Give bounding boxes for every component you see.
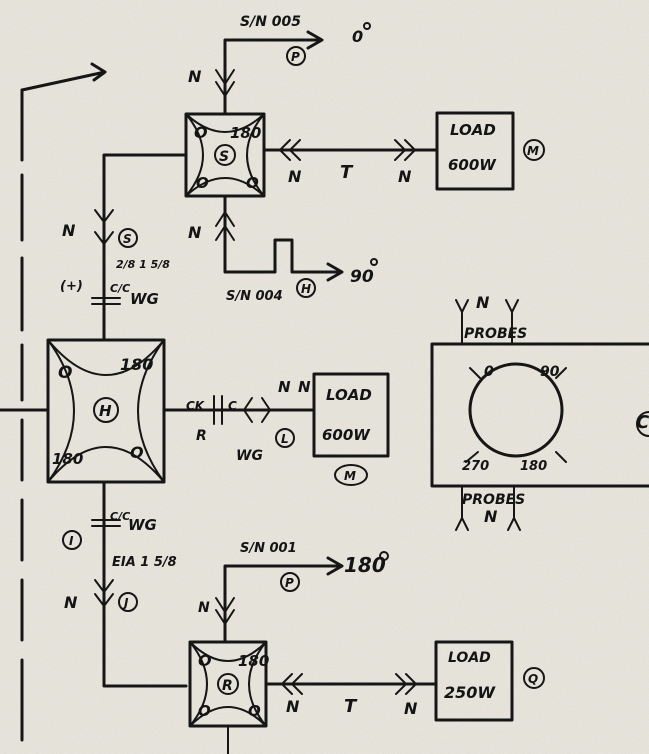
load-middle-line2: 600W (322, 426, 371, 444)
top-load-n-left: N (288, 167, 302, 186)
bottom-load-n-right: N (404, 699, 418, 718)
probe-deg0: 0 (484, 364, 494, 380)
probe-deg180: 180 (520, 459, 547, 474)
bottom-left-eia: EIA 1 5/8 (112, 555, 177, 570)
port-bottom-n: N (198, 600, 210, 616)
port-top: N S/N 005 P 0 (188, 14, 371, 116)
load-bottom: LOAD 250W Q (434, 640, 545, 722)
hybrid-middle-q3: 180 (52, 450, 83, 468)
bottom-load-n-left: N (286, 697, 300, 716)
hybrid-top-q1: O (194, 123, 208, 142)
port-top-tag: P (291, 50, 300, 64)
bottom-left-i-tag: I (69, 534, 74, 548)
port-middle: N S/N 004 H 90 (188, 194, 378, 304)
probe-n-bottom: N (484, 507, 498, 526)
middle-l-tag: L (281, 432, 289, 446)
hybrid-top-center: S (219, 149, 229, 165)
hybrid-top-q3: O (196, 174, 209, 192)
line-bottom-to-load: N T N (264, 673, 438, 718)
top-load-n-right: N (398, 167, 412, 186)
middle-r: R (196, 428, 207, 444)
hybrid-middle-q4: O (130, 443, 144, 462)
hybrid-bottom-q2: 180 (238, 652, 269, 670)
bottom-load-t: T (344, 696, 358, 717)
port-bottom-phase: 180 (344, 553, 386, 577)
line-top-hybrid-left: N S 2/8 1 5/8 (+) C/C WG (60, 153, 188, 342)
left-boundary (20, 62, 107, 742)
port-middle-tag: H (301, 282, 311, 296)
bottom-left-n: N (64, 593, 78, 612)
port-bottom-sn: S/N 001 (240, 541, 297, 556)
load-middle-line1: LOAD (326, 386, 372, 404)
middle-wg: WG (236, 448, 263, 464)
probe-top-label: PROBES (464, 326, 527, 342)
middle-c: C (228, 399, 237, 413)
hybrid-middle-center: H (99, 402, 112, 420)
load-bottom-line2: 250W (444, 683, 496, 702)
top-left-s-tag: S (123, 232, 132, 246)
load-top-line2: 600W (448, 156, 497, 174)
line-middle-to-bottom: C/C WG I EIA 1 5/8 N J (62, 480, 188, 688)
port-middle-phase: 90 (350, 267, 374, 287)
hybrid-bottom-center: R (222, 678, 233, 694)
middle-ck: CK (186, 399, 206, 413)
hybrid-bottom-q1: O (198, 651, 212, 670)
line-middle-to-load: CK C R WG N N L (162, 378, 316, 464)
port-bottom-tag: P (285, 576, 294, 590)
top-left-note: 2/8 1 5/8 (116, 258, 170, 271)
load-bottom-line1: LOAD (448, 650, 491, 666)
port-top-n: N (188, 67, 202, 86)
hybrid-top-q2: 180 (230, 124, 261, 142)
port-top-phase: 0 (352, 27, 363, 46)
load-middle-tag: M (344, 469, 356, 483)
hybrid-middle-q2: 180 (120, 355, 153, 374)
hybrid-bottom: R O 180 O O (188, 640, 269, 754)
port-middle-n: N (188, 223, 202, 242)
hybrid-top: S O 180 O O (184, 112, 266, 198)
top-left-fraction: C/C (110, 282, 130, 295)
bottom-left-wg: WG (128, 516, 157, 534)
load-bottom-tag: Q (528, 672, 538, 686)
top-left-plus: (+) (60, 279, 83, 294)
top-load-t: T (340, 162, 354, 183)
top-left-wg: WG (130, 290, 159, 308)
bottom-left-fraction: C/C (110, 510, 130, 523)
probe-box: PROBES PROBES 0 90 270 180 N N C (430, 293, 649, 531)
middle-n-right: N (298, 378, 311, 396)
probe-deg270: 270 (462, 459, 489, 474)
middle-n-left: N (278, 378, 291, 396)
line-top-to-load: N T N (262, 139, 439, 186)
probe-n-top: N (476, 293, 490, 312)
top-left-n: N (62, 221, 76, 240)
probe-deg90: 90 (540, 364, 560, 380)
bottom-left-j-tag: J (122, 596, 129, 610)
probe-bottom-label: PROBES (462, 492, 525, 508)
load-top-tag: M (527, 144, 539, 158)
hybrid-middle-q1: O (58, 363, 72, 383)
hybrid-bottom-q3: O (198, 702, 211, 720)
port-top-sn: S/N 005 (240, 14, 301, 30)
hybrid-top-q4: O (246, 174, 259, 192)
load-middle: LOAD 600W M (312, 372, 390, 486)
load-top-line1: LOAD (450, 121, 496, 139)
port-bottom: N S/N 001 P 180 (198, 541, 389, 642)
hybrid-bottom-q4: O (248, 702, 261, 720)
port-middle-sn: S/N 004 (226, 289, 283, 304)
